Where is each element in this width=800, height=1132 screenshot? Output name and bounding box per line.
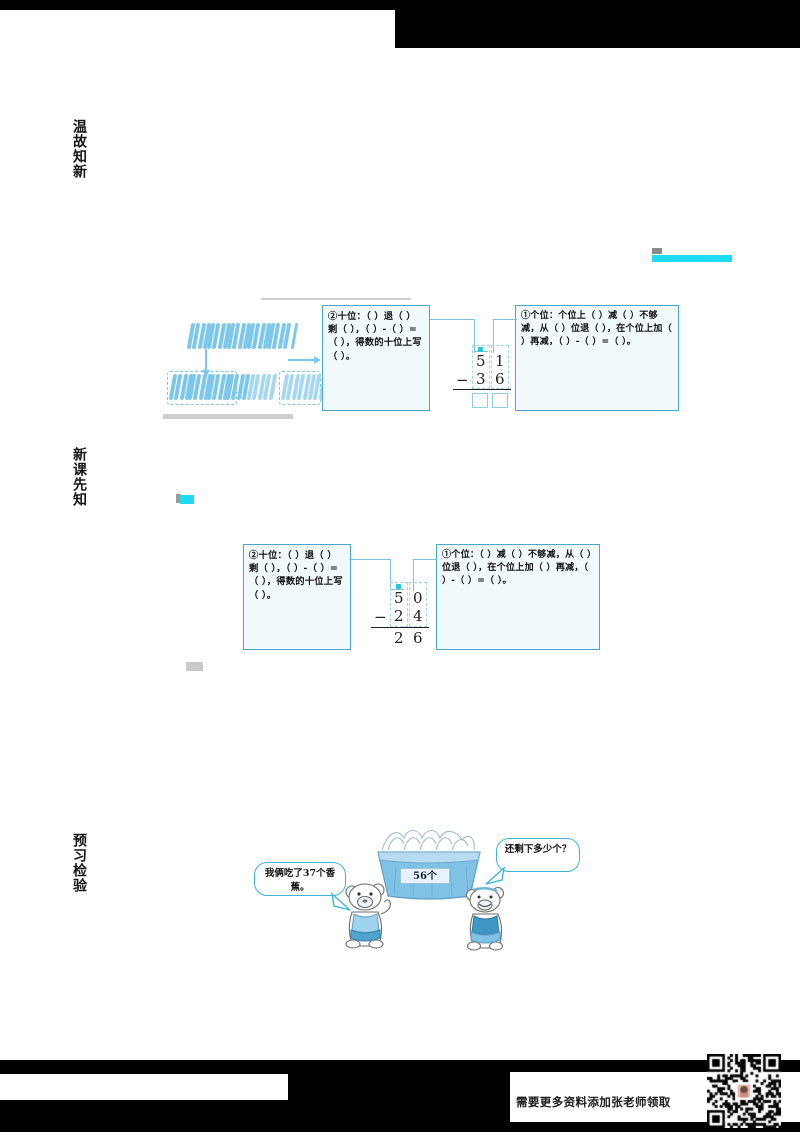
figure-banana-word-problem: 56个 我俩吃了37个香蕉。 还剩下多少个？ (248, 822, 592, 952)
result-ones-digit: 6 (413, 631, 423, 646)
minuend-ones-digit: 1 (495, 354, 505, 369)
speech-bubble-right-tail (484, 866, 506, 886)
minuend-tens-digit: 5 (476, 354, 486, 369)
callout-ones-step: ①个位：（ ）减（ ）不够减，从（ ）位退（ ），在个位上加（ ）再减，（ ）-… (436, 544, 600, 650)
minus-operator: − (456, 373, 469, 388)
minus-operator: − (374, 610, 387, 625)
bear-right-illustration (460, 884, 522, 952)
counting-sticks-top-row (189, 323, 319, 353)
counting-sticks-bottom-row (167, 373, 319, 405)
subtrahend-tens-digit: 2 (394, 609, 404, 624)
figure1-top-rule (261, 298, 411, 300)
stick-bundle (269, 323, 289, 349)
stick (291, 323, 299, 349)
subtrahend-ones-digit: 4 (413, 609, 423, 624)
section-tab-new-lesson: 新课先知 (62, 440, 86, 512)
paper-band-top (0, 10, 395, 48)
figure-regrouping-51-36: ②十位：（ ）退（ ）剩（ ），（ ）-（ ）=（ ），得数的十位上写（ ）。 … (163, 297, 683, 419)
speech-bubble-left: 我俩吃了37个香蕉。 (254, 862, 346, 896)
answer-box-ones[interactable] (492, 393, 508, 408)
callout-tens-step: ②十位：（ ）退（ ）剩（ ），（ ）-（ ）=（ ），得数的十位上写（ ）。 (243, 544, 351, 650)
speech-bubble-right: 还剩下多少个？ (496, 838, 580, 872)
highlight-mark-right-bar (652, 255, 732, 262)
subtrahend-ones-digit: 6 (495, 372, 505, 387)
connector-ones-horizontal (413, 559, 437, 560)
stick-bundle (249, 374, 275, 400)
minuend-tens-digit: 5 (394, 591, 404, 606)
figure1-bottom-rule (163, 414, 293, 419)
callout-ones-step: ①个位：个位上（ ）减（ ）不够减，从（ ）位退（ ），在个位上加（ ）再减，（… (515, 305, 679, 411)
section-tab-review: 温故知新 (62, 112, 86, 184)
basket-count-label: 56个 (400, 868, 450, 884)
down-arrow-icon (205, 349, 207, 371)
stick-bundle (293, 323, 296, 349)
callout-tens-step: ②十位：（ ）退（ ）剩（ ），（ ）-（ ）=（ ），得数的十位上写（ ）。 (322, 305, 430, 411)
paper-band-bottom-left (0, 1074, 288, 1100)
figure-regrouping-50-24: ②十位：（ ）退（ ）剩（ ），（ ）-（ ）=（ ），得数的十位上写（ ）。 … (240, 537, 608, 659)
connector-tens-horizontal (430, 319, 475, 320)
result-tens-digit: 2 (394, 631, 404, 646)
answer-box-tens[interactable] (472, 393, 488, 408)
bear-left-illustration (338, 880, 402, 950)
promo-text: 需要更多资料添加张老师领取 (516, 1094, 706, 1116)
highlight-mark-right-cap (652, 248, 662, 254)
minuend-ones-digit: 0 (413, 591, 423, 606)
right-arrow-icon (288, 359, 314, 361)
wechat-qr-code[interactable] (707, 1054, 781, 1128)
stick-bundle (228, 374, 248, 400)
connector-ones-horizontal (493, 319, 517, 320)
subtrahend-tens-digit: 3 (476, 372, 486, 387)
highlight-mark-left-1 (180, 495, 194, 504)
calc-rule-line (453, 389, 511, 390)
connector-tens-horizontal (351, 559, 391, 560)
stick-bundle (283, 374, 325, 400)
section-tab-self-check: 预习检验 (62, 826, 86, 898)
highlight-mark-left-2 (186, 662, 203, 671)
